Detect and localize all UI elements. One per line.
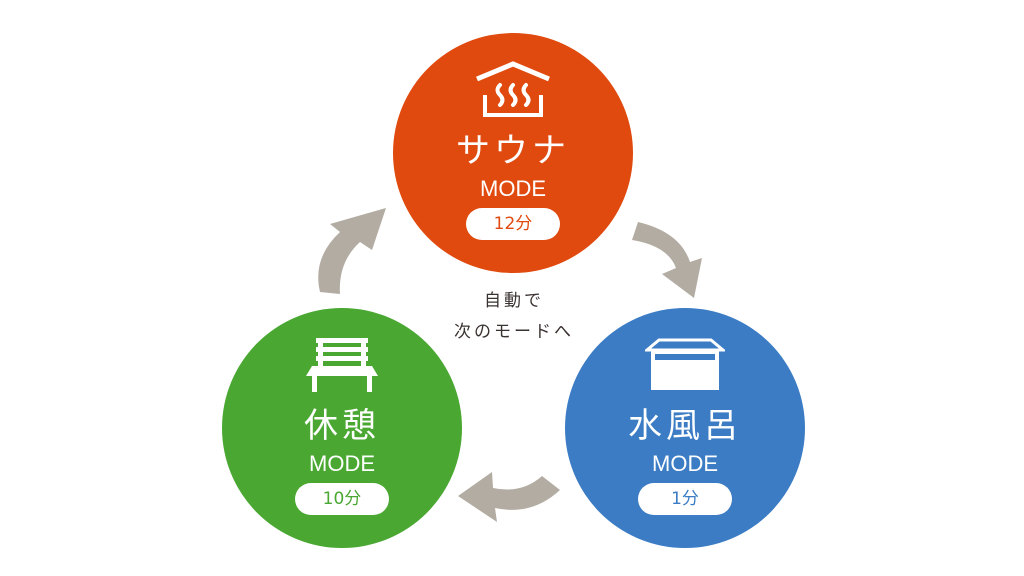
- caption-line-1: 自動で: [484, 291, 544, 311]
- mode-title: 水風呂: [628, 406, 742, 446]
- arrow-rest-to-sauna: [318, 208, 386, 294]
- mode-label: MODE: [309, 451, 375, 476]
- mode-label: MODE: [480, 176, 546, 201]
- bath-tub-icon: [645, 338, 725, 390]
- duration-badge: 1分: [638, 483, 732, 515]
- arrow-sauna-to-water: [632, 222, 702, 298]
- water-bath-mode-circle: 水風呂 MODE 1分: [565, 308, 805, 548]
- duration-badge: 12分: [466, 208, 560, 240]
- rest-mode-circle: 休憩 MODE 10分: [222, 308, 462, 548]
- auto-next-mode-caption: 自動で 次のモードへ: [430, 286, 598, 348]
- caption-line-2: 次のモードへ: [454, 322, 574, 342]
- sauna-mode-circle: サウナ MODE 12分: [393, 33, 633, 273]
- mode-title: サウナ: [456, 131, 570, 171]
- bench-icon: [306, 338, 378, 392]
- mode-label: MODE: [652, 451, 718, 476]
- sauna-house-icon: [476, 61, 550, 117]
- mode-title: 休憩: [304, 406, 380, 446]
- arrow-water-to-rest: [458, 472, 560, 522]
- duration-badge: 10分: [295, 483, 389, 515]
